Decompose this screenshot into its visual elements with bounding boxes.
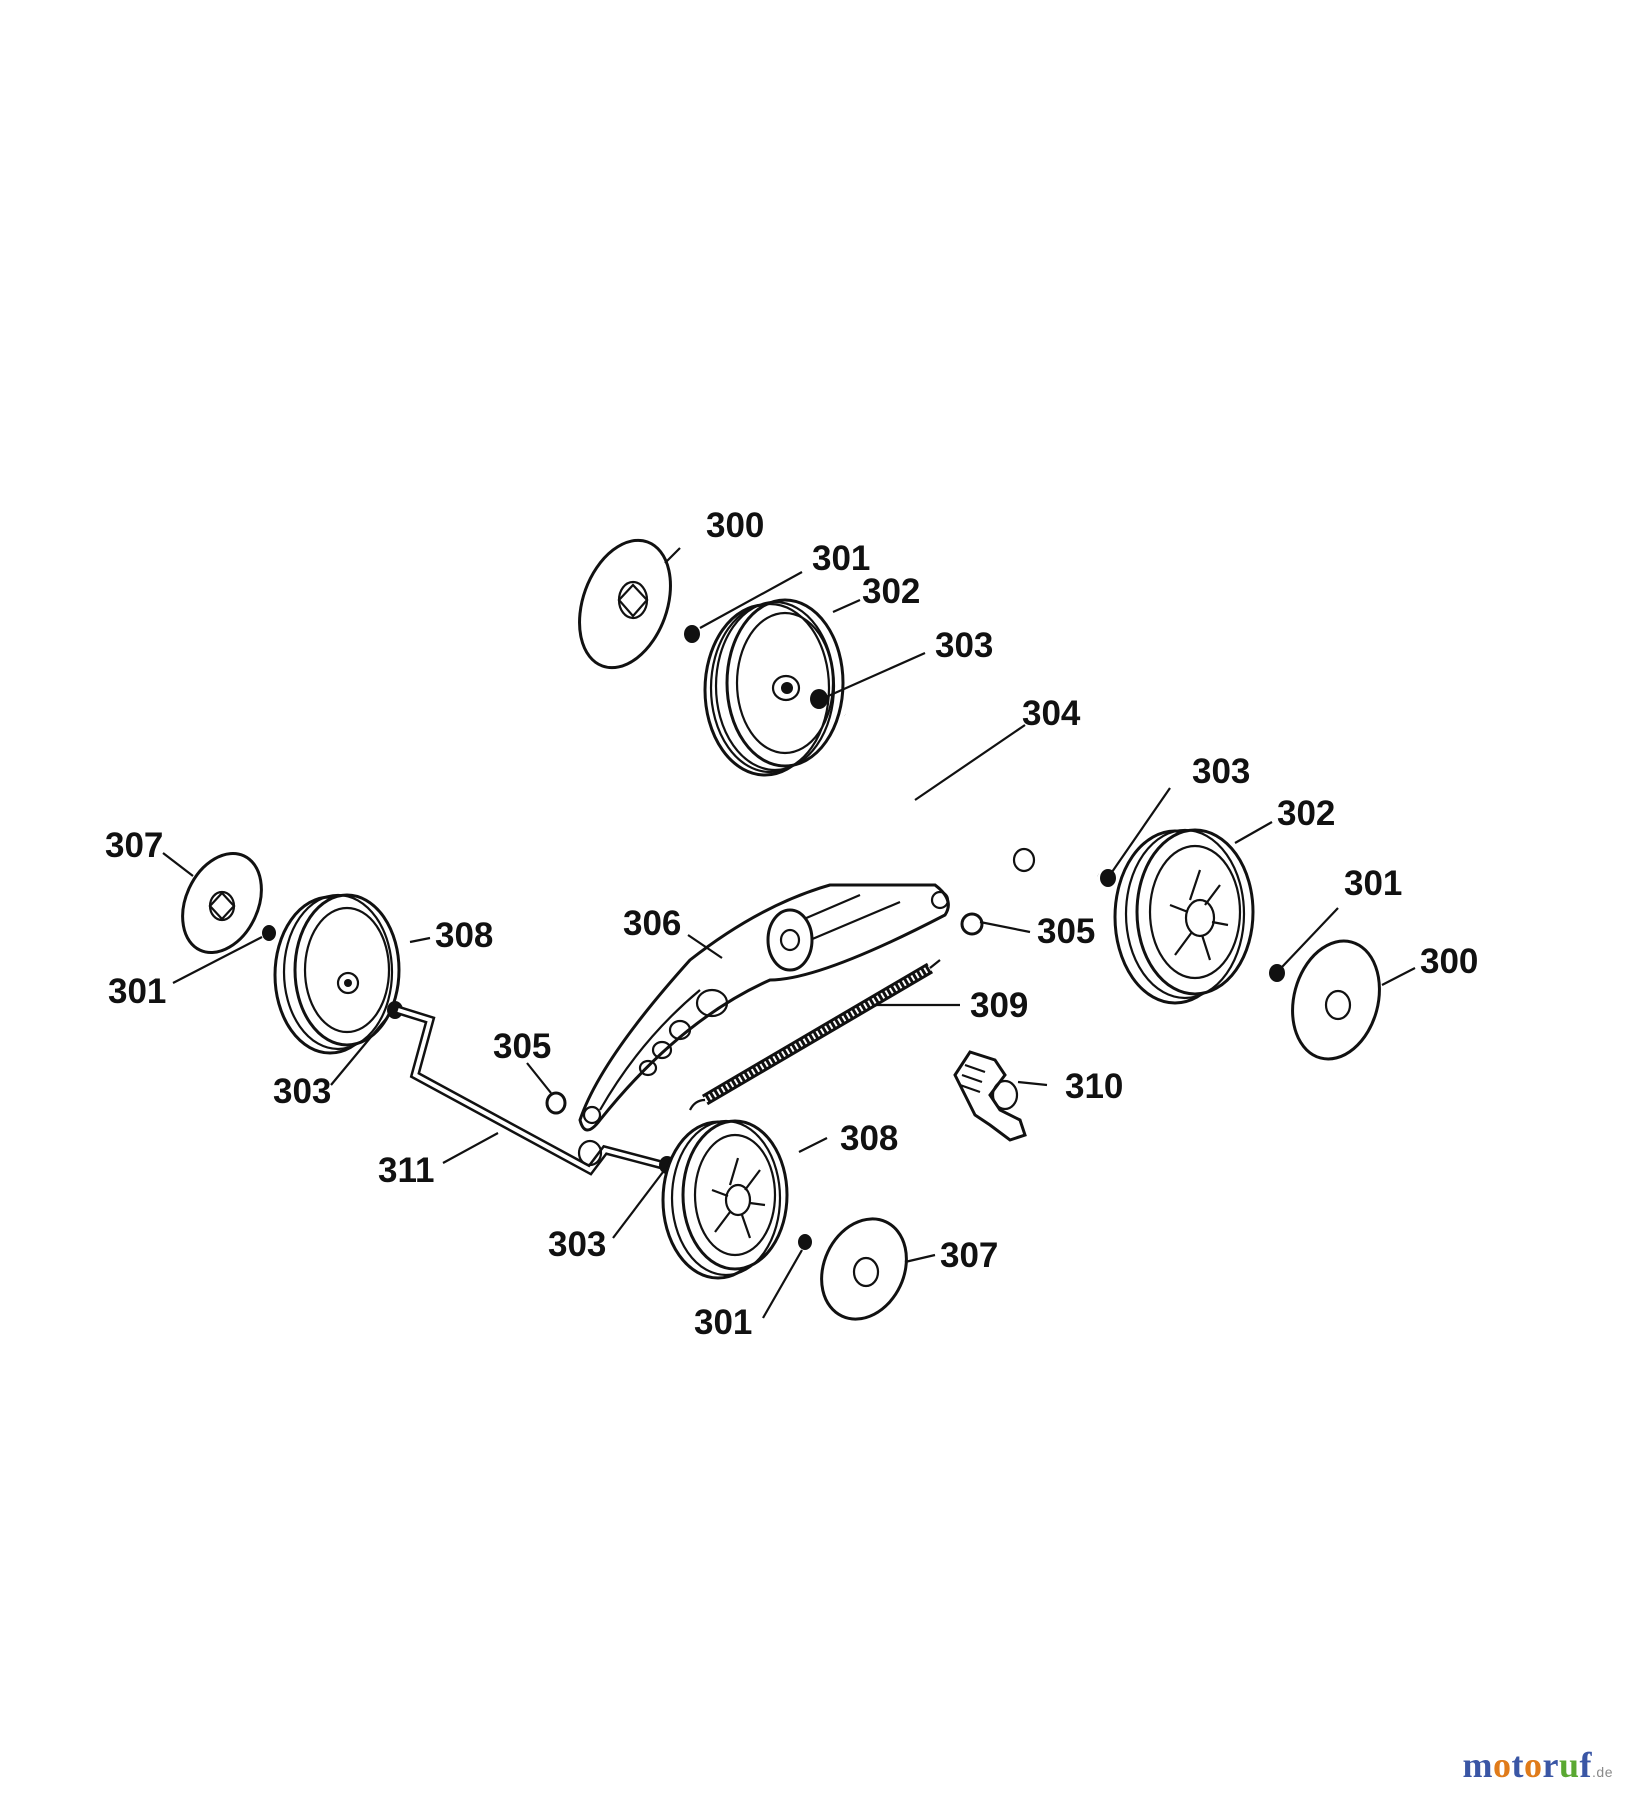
hub-cap-300-right xyxy=(1291,939,1381,1061)
callout-309: 309 xyxy=(970,986,1028,1025)
callout-306: 306 xyxy=(623,904,681,943)
clip-310 xyxy=(953,1050,1027,1142)
callout-303-bottom: 303 xyxy=(548,1225,606,1264)
callout-labels: 300 301 302 303 304 303 302 301 300 305 … xyxy=(105,506,1478,1342)
callout-301-right: 301 xyxy=(1344,864,1402,903)
callout-308-left: 308 xyxy=(435,916,493,955)
spring-309 xyxy=(689,959,941,1111)
callout-301-left: 301 xyxy=(108,972,166,1011)
callout-307-left: 307 xyxy=(105,826,163,865)
wheel-302-right xyxy=(1113,828,1255,1005)
callout-303-left: 303 xyxy=(273,1072,331,1111)
bushing-305-right xyxy=(960,912,984,936)
callout-305-left: 305 xyxy=(493,1027,551,1066)
axle-311-bracket xyxy=(577,1139,603,1167)
bushing-303-top xyxy=(810,689,828,709)
callout-303-right: 303 xyxy=(1192,752,1250,791)
watermark-tld: .de xyxy=(1592,1764,1613,1780)
bushing-305-left xyxy=(545,1091,567,1115)
nut-301-bottom xyxy=(798,1234,812,1250)
leader-lines xyxy=(162,547,1416,1319)
motoruf-watermark: motoruf.de xyxy=(1463,1744,1613,1786)
callout-302-top: 302 xyxy=(862,572,920,611)
callout-311: 311 xyxy=(378,1151,434,1190)
callout-302-right: 302 xyxy=(1277,794,1335,833)
hub-cap-307-bottom xyxy=(820,1217,908,1321)
wheel-302-top xyxy=(703,598,845,777)
callout-310: 310 xyxy=(1065,1067,1123,1106)
callout-301-top: 301 xyxy=(812,539,870,578)
nut-301-right xyxy=(1269,964,1285,982)
callout-308-bottom: 308 xyxy=(840,1119,898,1158)
callout-300-top: 300 xyxy=(706,506,764,545)
wheel-308-bottom xyxy=(661,1119,789,1280)
callout-301-bottom: 301 xyxy=(694,1303,752,1342)
height-lever-306 xyxy=(578,883,950,1132)
callout-304: 304 xyxy=(1022,694,1081,733)
callout-303-top: 303 xyxy=(935,626,993,665)
nut-301-left xyxy=(262,925,276,941)
hub-cap-300-top xyxy=(578,538,672,670)
watermark-brand: motoruf xyxy=(1462,1745,1593,1785)
wheel-308-left xyxy=(273,893,401,1055)
callout-307-bottom: 307 xyxy=(940,1236,998,1275)
callout-305-right: 305 xyxy=(1037,912,1095,951)
nut-301-top xyxy=(684,625,700,643)
hub-cap-307-left xyxy=(181,851,263,955)
callout-300-right: 300 xyxy=(1420,942,1478,981)
axle-304-bracket xyxy=(1012,847,1036,873)
bushing-303-right xyxy=(1100,869,1116,887)
